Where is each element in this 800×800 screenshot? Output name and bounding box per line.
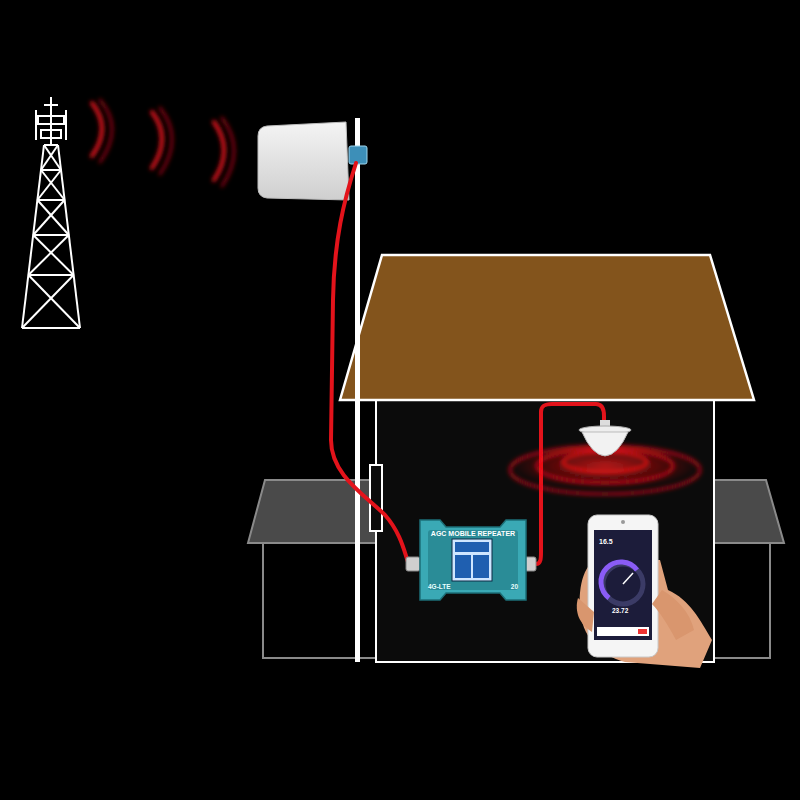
device-title: AGC MOBILE REPEATER	[422, 530, 524, 538]
thumb	[577, 590, 694, 640]
repeater-device: AGC MOBILE REPEATER 4G-LTE 20	[422, 520, 524, 600]
cell-tower	[22, 97, 80, 328]
window-feedthrough	[370, 465, 382, 531]
repeater-body	[420, 520, 526, 600]
speed-reading: 23.72	[612, 607, 628, 614]
ceiling-antenna	[579, 420, 631, 456]
gain-label: 20	[486, 583, 518, 590]
mount-bracket	[349, 146, 367, 164]
speed-reading: 16.5	[599, 538, 613, 546]
band-label: 4G-LTE	[428, 583, 468, 590]
smartphone	[588, 515, 658, 657]
coax-cable	[331, 163, 604, 564]
radio-waves	[92, 100, 234, 186]
outdoor-antenna	[258, 122, 349, 200]
mast-pole	[355, 118, 360, 662]
house	[340, 255, 754, 662]
